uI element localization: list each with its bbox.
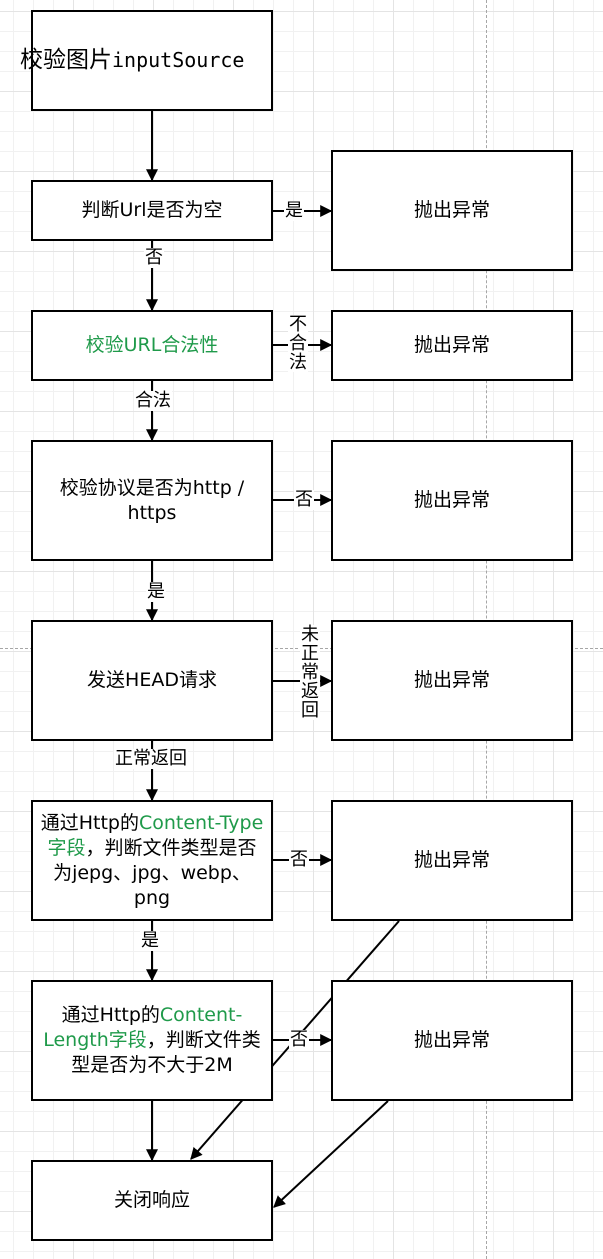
close-response-step: 关闭响应: [31, 1160, 273, 1241]
content-type-highlight: Content-Type字段: [47, 811, 264, 859]
throw-exception-box: 抛出异常: [331, 150, 573, 271]
check-url-empty-step: 判断Url是否为空: [31, 180, 273, 241]
content-type-prefix: 通过Http的: [40, 811, 139, 834]
throw-exception-box: 抛出异常: [331, 620, 573, 741]
edge-label-not-legal: 不合法: [288, 314, 308, 373]
edge-exception6-to-close: [273, 1100, 389, 1208]
edge-label-legal: 合法: [134, 390, 172, 411]
edge-label-no: 否: [294, 489, 314, 510]
content-length-check-step: 通过Http的Content-Length字段，判断文件类型是否为不大于2M: [31, 980, 273, 1101]
edge-label-abnormal-return: 未正常返回: [300, 624, 320, 721]
throw-exception-box: 抛出异常: [331, 980, 573, 1101]
edge-label-no: 否: [289, 849, 309, 870]
input-source-code: inputSource: [112, 48, 245, 72]
edge-label-yes: 是: [284, 200, 304, 221]
check-protocol-step: 校验协议是否为http / https: [31, 440, 273, 561]
edge-label-yes: 是: [140, 930, 160, 951]
edge-label-yes: 是: [146, 581, 166, 602]
content-type-suffix: ，判断文件类型是否为jepg、jpg、webp、png: [53, 836, 257, 909]
content-length-highlight: Content-Length字段: [43, 1004, 243, 1051]
edge-label-normal-return: 正常返回: [114, 748, 188, 769]
throw-exception-box: 抛出异常: [331, 310, 573, 381]
content-length-suffix: ，判断文件类型是否为不大于2M: [71, 1029, 261, 1076]
validate-url-step: 校验URL合法性: [31, 310, 273, 381]
validate-image-label: 校验图片: [20, 47, 112, 73]
edge-label-no: 否: [144, 247, 164, 268]
send-head-request-step: 发送HEAD请求: [31, 620, 273, 741]
edge-label-no: 否: [289, 1029, 309, 1050]
throw-exception-box: 抛出异常: [331, 440, 573, 561]
content-type-check-step: 通过Http的Content-Type字段，判断文件类型是否为jepg、jpg、…: [31, 800, 273, 921]
content-length-prefix: 通过Http的: [61, 1004, 160, 1026]
throw-exception-box: 抛出异常: [331, 800, 573, 921]
